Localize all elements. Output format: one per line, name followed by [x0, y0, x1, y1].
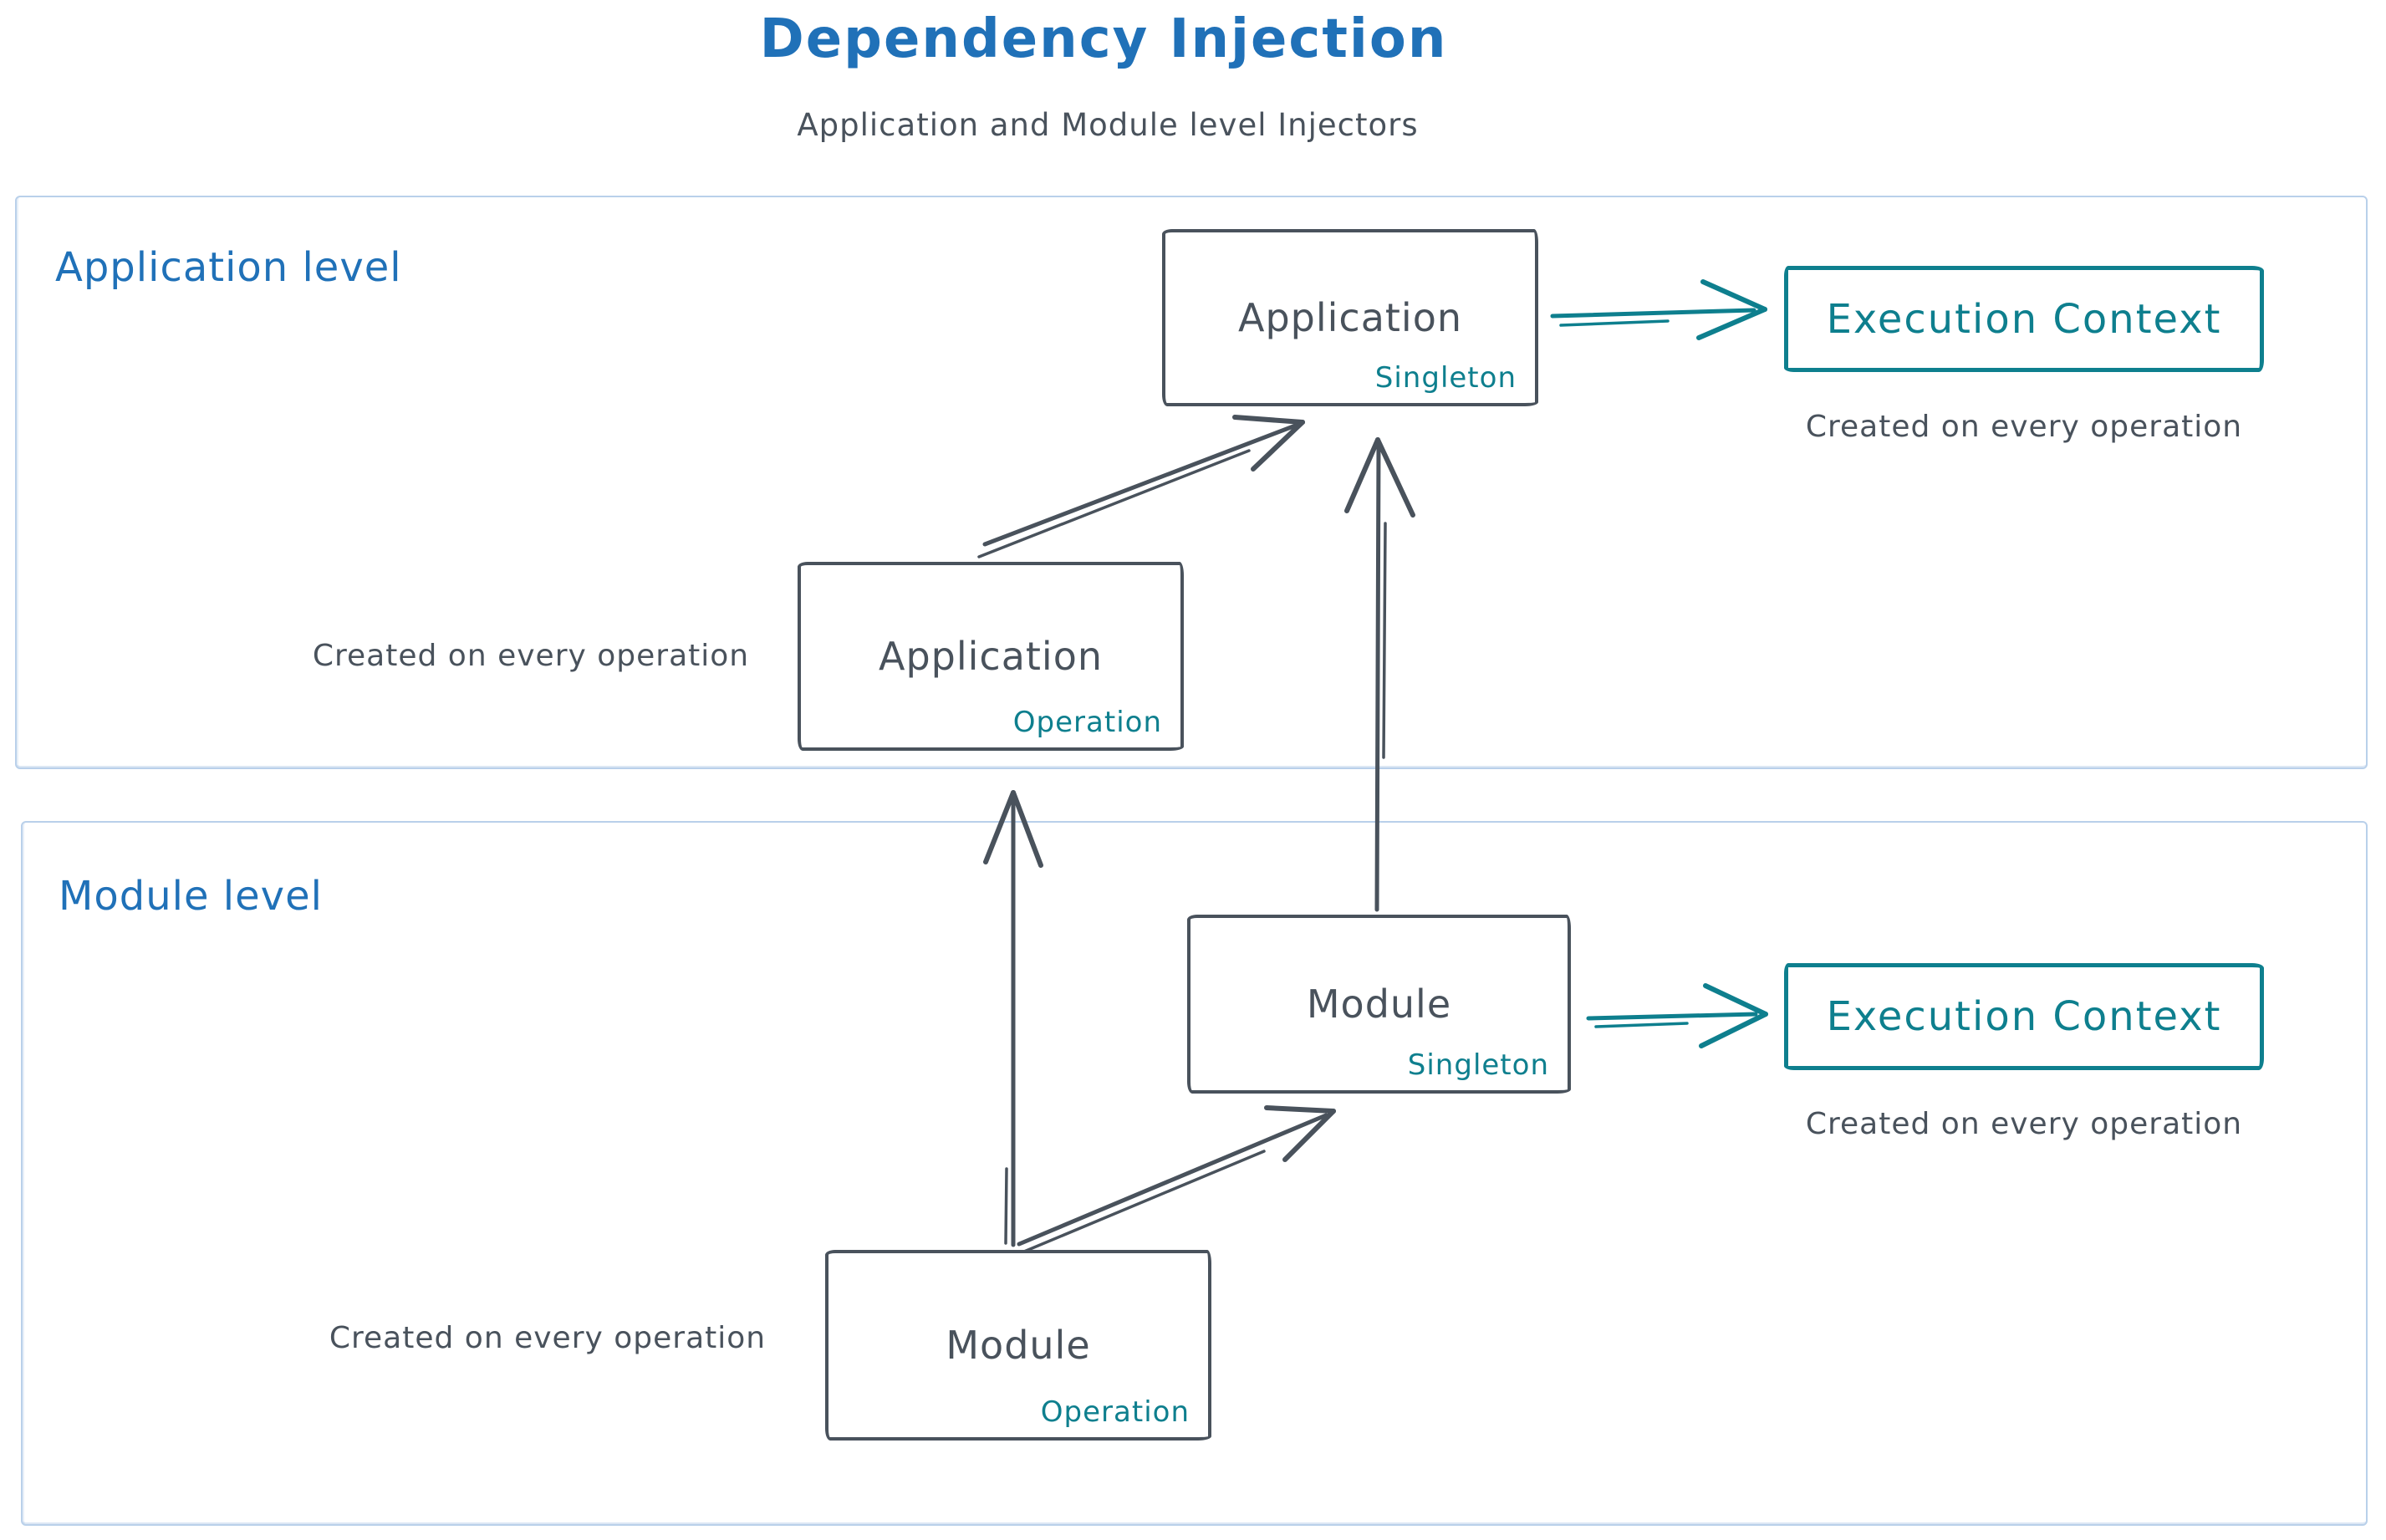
module-singleton-tag: Singleton	[1407, 1048, 1549, 1082]
app-execution-context-label: Execution Context	[1826, 295, 2222, 343]
diagram-title: Dependency Injection	[759, 8, 1448, 70]
module-level-label: Module level	[59, 873, 323, 920]
app-operation-caption: Created on every operation	[312, 639, 750, 673]
module-singleton-box: Module Singleton	[1187, 915, 1571, 1094]
module-operation-title: Module	[946, 1323, 1091, 1368]
module-operation-box: Module Operation	[825, 1250, 1211, 1441]
app-operation-title: Application	[878, 634, 1104, 679]
diagram-subtitle: Application and Module level Injectors	[797, 107, 1419, 143]
application-level-panel	[15, 196, 2368, 769]
app-singleton-title: Application	[1237, 295, 1463, 340]
module-execution-context-label: Execution Context	[1826, 993, 2222, 1040]
app-execution-context-box: Execution Context	[1784, 266, 2264, 372]
module-execution-context-box: Execution Context	[1784, 963, 2264, 1070]
module-execution-context-caption: Created on every operation	[1805, 1107, 2243, 1141]
module-operation-tag: Operation	[1040, 1395, 1190, 1429]
module-singleton-title: Module	[1306, 982, 1452, 1027]
module-level-panel	[21, 821, 2368, 1526]
application-level-label: Application level	[55, 244, 402, 291]
app-execution-context-caption: Created on every operation	[1805, 410, 2243, 444]
app-operation-tag: Operation	[1012, 706, 1162, 739]
app-singleton-tag: Singleton	[1374, 361, 1517, 395]
module-operation-caption: Created on every operation	[329, 1321, 767, 1355]
app-operation-box: Application Operation	[798, 562, 1184, 751]
app-singleton-box: Application Singleton	[1162, 229, 1538, 406]
